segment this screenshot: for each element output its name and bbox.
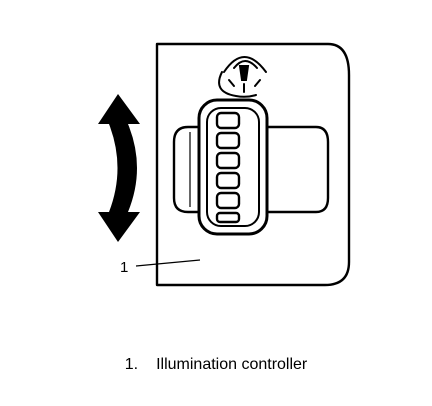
callout-leader-line [135, 259, 201, 267]
caption-number: 1. [124, 356, 139, 373]
control-panel-outline [155, 42, 351, 287]
illumination-symbol-icon [218, 56, 267, 98]
thumbwheel-ridges [215, 111, 241, 224]
rotation-direction-arrow-icon [98, 94, 140, 242]
wheel-ridge [215, 171, 241, 190]
wheel-ridge [215, 131, 241, 150]
wheel-ridge [215, 191, 241, 210]
wheel-ridge [215, 111, 241, 130]
figure-caption: 1. Illumination controller [0, 356, 432, 374]
callout-number-1: 1 [120, 259, 128, 276]
wheel-ridge [215, 151, 241, 170]
wheel-ridge [215, 211, 241, 224]
caption-text: Illumination controller [156, 356, 308, 373]
